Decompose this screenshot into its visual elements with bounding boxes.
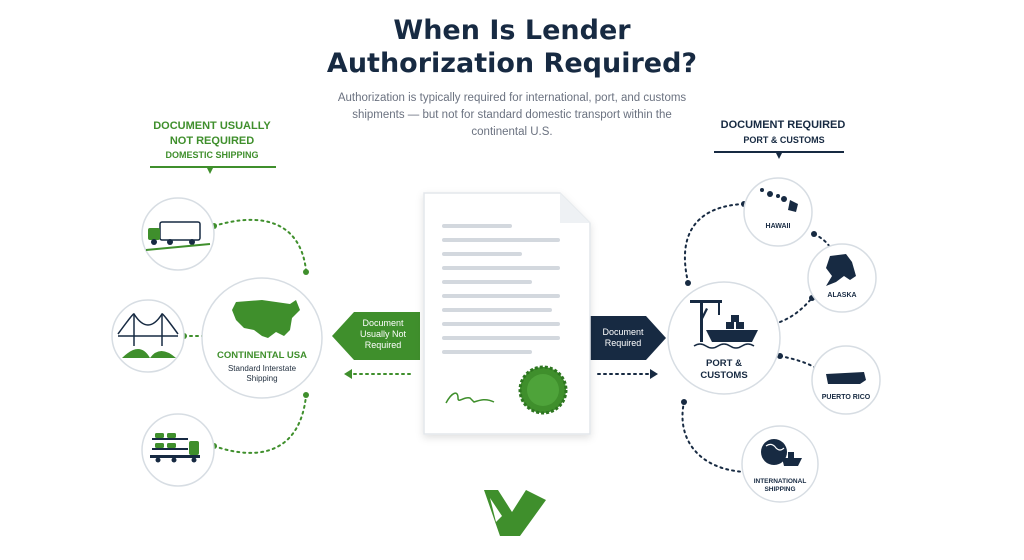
- car-carrier-icon: [150, 433, 200, 463]
- left-arrow-line-1: Document: [362, 318, 404, 328]
- left-arrow-line-3: Required: [364, 340, 402, 350]
- right-arrow-line-1: Document: [602, 327, 644, 337]
- usa-map-icon: [232, 300, 300, 338]
- left-heading-line-1: DOCUMENT USUALLY: [153, 120, 271, 132]
- hawaii-circle: [743, 177, 813, 247]
- puerto-rico-map-icon: [826, 372, 866, 384]
- bridge-circle: [111, 299, 185, 373]
- connector-car-carrier: [213, 395, 307, 454]
- brand-logo: [484, 490, 546, 536]
- international-line-1: INTERNATIONAL: [753, 478, 807, 485]
- connector-truck: [213, 218, 307, 271]
- alaska-label: ALASKA: [827, 292, 857, 299]
- connector-intl: [681, 401, 747, 473]
- right-subheading: PORT & CUSTOMS: [743, 135, 825, 145]
- signature: [445, 392, 495, 404]
- left-heading: DOCUMENT USUALLY NOT REQUIRED: [132, 119, 292, 149]
- left-arrow-shape: [332, 312, 420, 360]
- title-line-1: When Is Lender: [393, 15, 631, 46]
- document: [423, 192, 591, 435]
- bridge-icon: [117, 313, 179, 358]
- puerto-rico-circle: [811, 345, 881, 415]
- left-subheading: DOMESTIC SHIPPING: [165, 150, 259, 160]
- right-arrow-shape: [588, 316, 666, 360]
- port-customs-circle: [667, 281, 781, 395]
- connector-alaska-b: [779, 297, 813, 323]
- hawaii-map-icon: [760, 188, 798, 212]
- car-carrier-circle: [141, 413, 215, 487]
- alaska-circle: [807, 243, 877, 313]
- connector-hawaii: [683, 203, 745, 283]
- title-line-2: Authorization Required?: [326, 48, 698, 79]
- port-customs-line-1: PORT &: [706, 358, 742, 369]
- left-heading-line-2: NOT REQUIRED: [169, 135, 255, 147]
- right-heading: DOCUMENT REQUIRED: [720, 119, 846, 131]
- right-arrow-label: Document Required: [590, 327, 656, 349]
- port-crane-ship-icon: [690, 300, 758, 349]
- port-customs-line-2: CUSTOMS: [700, 370, 748, 381]
- international-circle: [741, 425, 819, 503]
- truck-circle: [141, 197, 215, 271]
- right-arrow-line-2: Required: [604, 338, 642, 348]
- international-line-2: SHIPPING: [764, 486, 796, 493]
- continental-usa-sub-line-1: Standard Interstate: [227, 364, 297, 373]
- alaska-map-icon: [826, 254, 856, 286]
- continental-usa-sub: Standard Interstate Shipping: [212, 364, 312, 384]
- international-label: INTERNATIONAL SHIPPING: [742, 478, 818, 494]
- left-arrow-label: Document Usually Not Required: [350, 318, 416, 351]
- page-title: When Is Lender Authorization Required?: [262, 14, 762, 80]
- port-customs-label: PORT & CUSTOMS: [684, 358, 764, 382]
- continental-usa-sub-line-2: Shipping: [246, 374, 278, 383]
- globe-ship-icon: [761, 439, 802, 466]
- truck-icon: [145, 221, 211, 251]
- puerto-rico-label: PUERTO RICO: [821, 394, 871, 401]
- left-arrow-line-2: Usually Not: [359, 329, 406, 339]
- continental-usa-label: CONTINENTAL USA: [217, 350, 307, 361]
- seal-icon: [518, 365, 568, 415]
- continental-usa-circle: [201, 277, 323, 399]
- page-subtitle: Authorization is typically required for …: [337, 92, 687, 138]
- hawaii-label: HAWAII: [765, 223, 791, 230]
